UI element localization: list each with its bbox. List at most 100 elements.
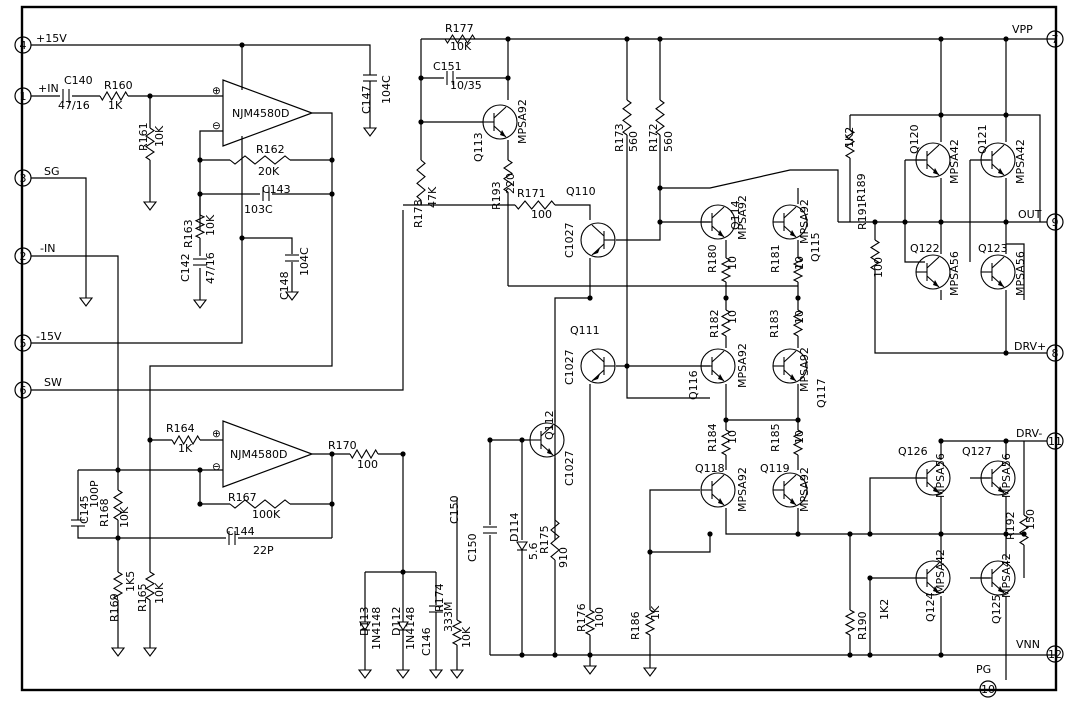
q111-ref: Q111 bbox=[570, 324, 600, 337]
q120-ref: Q120 bbox=[908, 124, 921, 154]
q110-part: C1027 bbox=[563, 222, 576, 258]
r171-value: 100 bbox=[531, 208, 552, 221]
r183-ref: R183 bbox=[768, 309, 781, 338]
q116-ref: Q116 bbox=[687, 370, 700, 400]
c144-ref: C144 bbox=[226, 525, 255, 538]
c145-ref: C145 bbox=[78, 495, 91, 524]
q113-ref: Q113 bbox=[472, 132, 485, 162]
c147-ref: C147 bbox=[360, 85, 373, 114]
r191-value: 100 bbox=[872, 257, 885, 278]
pin-6: 6 bbox=[14, 381, 32, 399]
r190-value: 1K2 bbox=[878, 599, 891, 620]
q126-ref: Q126 bbox=[898, 445, 928, 458]
r185-value: 10 bbox=[793, 430, 806, 444]
r184-value: 10 bbox=[726, 430, 739, 444]
q127-part: MPSA56 bbox=[1000, 453, 1013, 498]
c146-ref: C146 bbox=[420, 627, 433, 656]
q114-ref: Q114 bbox=[729, 200, 742, 230]
r177-ref: R177 bbox=[445, 22, 474, 35]
pin-7: 7 bbox=[1046, 30, 1064, 48]
c142-value: 47/16 bbox=[204, 252, 217, 284]
r172-value: 560 bbox=[662, 131, 675, 152]
c150-ref-alt: C150 bbox=[448, 495, 461, 524]
r175-ref: R175 bbox=[538, 525, 551, 554]
r177-value: 10K bbox=[450, 40, 472, 53]
pin-2: 2 bbox=[14, 247, 32, 265]
q121-ref: Q121 bbox=[976, 124, 989, 154]
opamp-u2: NJM4580D ⊕ ⊖ bbox=[212, 420, 314, 488]
pin-2-name: -IN bbox=[40, 242, 55, 255]
q126-part: MPSA56 bbox=[934, 453, 947, 498]
r170-ref: R170 bbox=[328, 439, 357, 452]
r167-value: 100K bbox=[252, 508, 281, 521]
pin-11-number: 11 bbox=[1048, 435, 1062, 448]
pin-7-name: VPP bbox=[1012, 23, 1033, 36]
q116-part: MPSA92 bbox=[736, 343, 749, 388]
minus-sign: ⊖ bbox=[212, 120, 221, 132]
r174-value: 10K bbox=[460, 626, 473, 648]
pin-9-number: 9 bbox=[1052, 216, 1059, 229]
d114-value: 5.6 bbox=[527, 543, 540, 561]
q117-ref: Q117 bbox=[815, 378, 828, 408]
r192-ref: R192 bbox=[1004, 511, 1017, 540]
component-labels: R160 1K R161 10K R162 20K R163 10K R164 … bbox=[58, 22, 1037, 656]
r181-value: 10 bbox=[793, 256, 806, 270]
r186-ref: R186 bbox=[629, 611, 642, 640]
c148-ref: C148 bbox=[278, 271, 291, 300]
c142-ref: C142 bbox=[179, 253, 192, 282]
r175-value: 910 bbox=[557, 547, 570, 568]
r182-ref: R182 bbox=[708, 309, 721, 338]
c144-value: 22P bbox=[253, 544, 274, 557]
r193-value: 220 bbox=[504, 173, 517, 194]
q115-part: MPSA92 bbox=[798, 199, 811, 244]
c145-value: 100P bbox=[88, 480, 101, 508]
r191-ref: R191 bbox=[856, 201, 869, 230]
junctions bbox=[115, 36, 1027, 658]
c151-ref: C151 bbox=[433, 60, 462, 73]
c143-value: 103C bbox=[244, 203, 273, 216]
d113-ref: D113 bbox=[358, 607, 371, 636]
pin-names: +15V +IN SG -IN -15V SW VPP OUT DRV+ DRV… bbox=[36, 23, 1046, 676]
r193-ref: R193 bbox=[490, 181, 503, 210]
pin-11-name: DRV- bbox=[1016, 427, 1042, 440]
q127-ref: Q127 bbox=[962, 445, 992, 458]
r164-ref: R164 bbox=[166, 422, 195, 435]
c146-value: 333M bbox=[442, 602, 455, 633]
c147-value: 104C bbox=[380, 75, 393, 104]
pin-4-name: +15V bbox=[36, 32, 67, 45]
q112-ref: Q112 bbox=[543, 410, 556, 440]
r189-value: 1K2 bbox=[843, 127, 856, 148]
pin-12-number: 12 bbox=[1048, 648, 1062, 661]
pin-8-number: 8 bbox=[1052, 347, 1059, 360]
r183-value: 10 bbox=[793, 310, 806, 324]
pin-3-name: SG bbox=[44, 165, 60, 178]
r181-ref: R181 bbox=[769, 244, 782, 273]
d112-ref: D112 bbox=[390, 607, 403, 636]
r165-value: 10K bbox=[153, 582, 166, 604]
r169-ref: R169 bbox=[108, 593, 121, 622]
d112-value: 1N4148 bbox=[404, 607, 417, 650]
r165-ref: R165 bbox=[136, 583, 149, 612]
pin-5: 5 bbox=[14, 334, 32, 352]
r162-value: 20K bbox=[258, 165, 280, 178]
pin-8: 8 bbox=[1046, 344, 1064, 362]
c148-value: 104C bbox=[298, 247, 311, 276]
r185-ref: R185 bbox=[769, 423, 782, 452]
pin-6-number: 6 bbox=[20, 384, 27, 397]
q122-ref: Q122 bbox=[910, 242, 940, 255]
r170-value: 100 bbox=[357, 458, 378, 471]
q125-ref: Q125 bbox=[990, 594, 1003, 624]
pin-7-number: 7 bbox=[1052, 33, 1059, 46]
q110-ref: Q110 bbox=[566, 185, 596, 198]
r161-value: 10K bbox=[153, 125, 166, 147]
r163-value: 10K bbox=[204, 214, 217, 236]
pin-terminals: 4 1 3 2 5 6 7 9 8 11 12 10 bbox=[14, 30, 1064, 698]
r167-ref: R167 bbox=[228, 491, 257, 504]
c150-ref: C150 bbox=[466, 533, 479, 562]
r189-ref: R189 bbox=[855, 173, 868, 202]
r176-value: 100 bbox=[593, 607, 606, 628]
d113-value: 1N4148 bbox=[370, 607, 383, 650]
pin-11: 11 bbox=[1046, 432, 1064, 450]
r172-ref: R172 bbox=[647, 123, 660, 152]
q111-part: C1027 bbox=[563, 349, 576, 385]
